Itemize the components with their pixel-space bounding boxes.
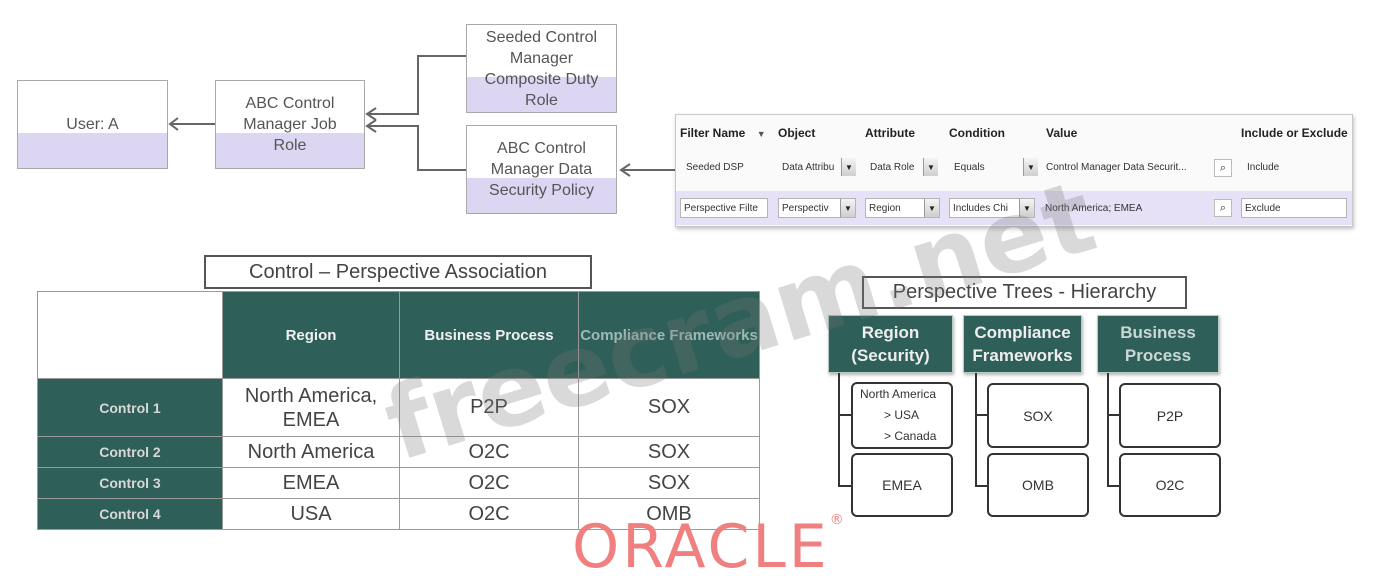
chevron-down-icon[interactable]: ▼ (1023, 158, 1038, 176)
user-label: User: A (66, 116, 119, 133)
table-row: Control 4 USA O2C OMB (37, 498, 760, 530)
chevron-down-icon[interactable]: ▼ (923, 158, 938, 176)
association-table: Region Business Process Compliance Frame… (37, 291, 760, 530)
tree-connector (838, 414, 852, 416)
tree-connector (975, 485, 989, 487)
header-value: Value (1046, 126, 1078, 140)
column-header-business-process: Business Process (399, 291, 579, 379)
arrowhead-policy (619, 163, 631, 177)
row-header-control-3: Control 3 (37, 467, 223, 499)
job-role-label: ABC Control Manager Job Role (243, 95, 337, 154)
tree-header-region: Region (Security) (828, 315, 953, 373)
region-cell: EMEA (222, 467, 400, 499)
table-row: Control 2 North America O2C SOX (37, 436, 760, 468)
data-policy-box: ABC Control Manager Data Security Policy (466, 125, 617, 214)
framework-cell: OMB (578, 498, 760, 530)
node-label: > Canada (884, 429, 937, 443)
filter-name-cell: Seeded DSP (686, 162, 744, 173)
data-policy-label: ABC Control Manager Data Security Policy (489, 140, 594, 199)
trees-title: Perspective Trees - Hierarchy (862, 276, 1187, 309)
region-cell: North America (222, 436, 400, 468)
framework-cell: SOX (578, 467, 760, 499)
arrowhead-job-2 (365, 119, 377, 133)
filter-name-input[interactable]: Perspective Filte (680, 198, 768, 218)
search-icon[interactable]: ⌕ (1214, 159, 1232, 177)
tree-connector (975, 414, 989, 416)
header-filter-name[interactable]: Filter Name ▼ (680, 126, 766, 140)
header-object: Object (778, 126, 816, 140)
table-row: Control 3 EMEA O2C SOX (37, 467, 760, 499)
flow-connectors (168, 55, 676, 177)
table-header-row: Region Business Process Compliance Frame… (37, 291, 760, 379)
search-icon[interactable]: ⌕ (1214, 199, 1232, 217)
arrowhead-user (168, 117, 179, 131)
row-header-control-2: Control 2 (37, 436, 223, 468)
tree-connector (1107, 414, 1121, 416)
region-cell: North America, EMEA (222, 378, 400, 437)
arrowhead-job-1 (365, 107, 377, 121)
tree-connector (1107, 373, 1109, 486)
tree-node-omb: OMB (987, 453, 1089, 517)
chevron-down-icon[interactable]: ▼ (840, 199, 855, 217)
tree-connector (975, 373, 977, 486)
value-cell: Control Manager Data Securit... (1046, 162, 1187, 173)
framework-cell: SOX (578, 378, 760, 437)
header-include-exclude: Include or Exclude (1241, 126, 1348, 140)
filter-row: Seeded DSP Data Attribu ▼ Data Role ▼ Eq… (676, 151, 1352, 185)
tree-node-sox: SOX (987, 383, 1089, 448)
node-label: > USA (884, 408, 920, 422)
arrow-policy-to-job (368, 125, 466, 171)
column-header-region: Region (222, 291, 400, 379)
blank-corner-cell (37, 291, 223, 379)
process-cell: O2C (399, 498, 579, 530)
association-title: Control – Perspective Association (204, 255, 592, 289)
row-header-control-4: Control 4 (37, 498, 223, 530)
tree-connector (1107, 485, 1121, 487)
tree-node-north-america: North America > USA > Canada (851, 382, 953, 449)
tree-node-emea: EMEA (851, 453, 953, 517)
tree-node-p2p: P2P (1119, 383, 1221, 448)
object-select[interactable]: Data Attribu ▼ (782, 158, 856, 176)
chevron-down-icon[interactable]: ▼ (841, 158, 856, 176)
arrow-seeded-to-job (368, 55, 466, 115)
attribute-select[interactable]: Data Role ▼ (870, 158, 938, 176)
job-role-box: ABC Control Manager Job Role (215, 80, 365, 169)
tree-connector (838, 485, 852, 487)
chevron-down-icon[interactable]: ▼ (924, 199, 939, 217)
chevron-down-icon[interactable]: ▼ (1019, 199, 1034, 217)
node-label: North America (860, 387, 937, 401)
filter-row: Perspective Filte Perspectiv ▼ Region ▼ … (676, 191, 1352, 225)
column-header-compliance: Compliance Frameworks (578, 291, 760, 379)
tree-node-o2c: O2C (1119, 453, 1221, 517)
row-header-control-1: Control 1 (37, 378, 223, 437)
condition-select[interactable]: Includes Chi ▼ (949, 198, 1035, 218)
object-select[interactable]: Perspectiv ▼ (778, 198, 856, 218)
header-condition: Condition (949, 126, 1005, 140)
include-exclude-input[interactable]: Exclude (1241, 198, 1347, 218)
seeded-role-box: Seeded Control Manager Composite Duty Ro… (466, 24, 617, 113)
tree-connector (838, 373, 840, 486)
tree-header-business: Business Process (1097, 315, 1219, 373)
oracle-logo: ORACLE® (572, 512, 844, 582)
table-row: Control 1 North America, EMEA P2P SOX (37, 378, 760, 437)
attribute-select[interactable]: Region ▼ (865, 198, 940, 218)
condition-select[interactable]: Equals ▼ (954, 158, 1038, 176)
user-box: User: A (17, 80, 168, 169)
include-exclude-cell: Include (1247, 162, 1280, 173)
header-attribute: Attribute (865, 126, 915, 140)
data-security-filter-grid: Filter Name ▼ Object Attribute Condition… (675, 114, 1353, 227)
framework-cell: SOX (578, 436, 760, 468)
sort-desc-icon[interactable]: ▼ (756, 129, 766, 139)
process-cell: O2C (399, 436, 579, 468)
region-cell: USA (222, 498, 400, 530)
tree-header-compliance: Compliance Frameworks (963, 315, 1082, 373)
seeded-role-label: Seeded Control Manager Composite Duty Ro… (484, 28, 599, 109)
value-input[interactable]: North America; EMEA (1045, 202, 1143, 214)
process-cell: O2C (399, 467, 579, 499)
